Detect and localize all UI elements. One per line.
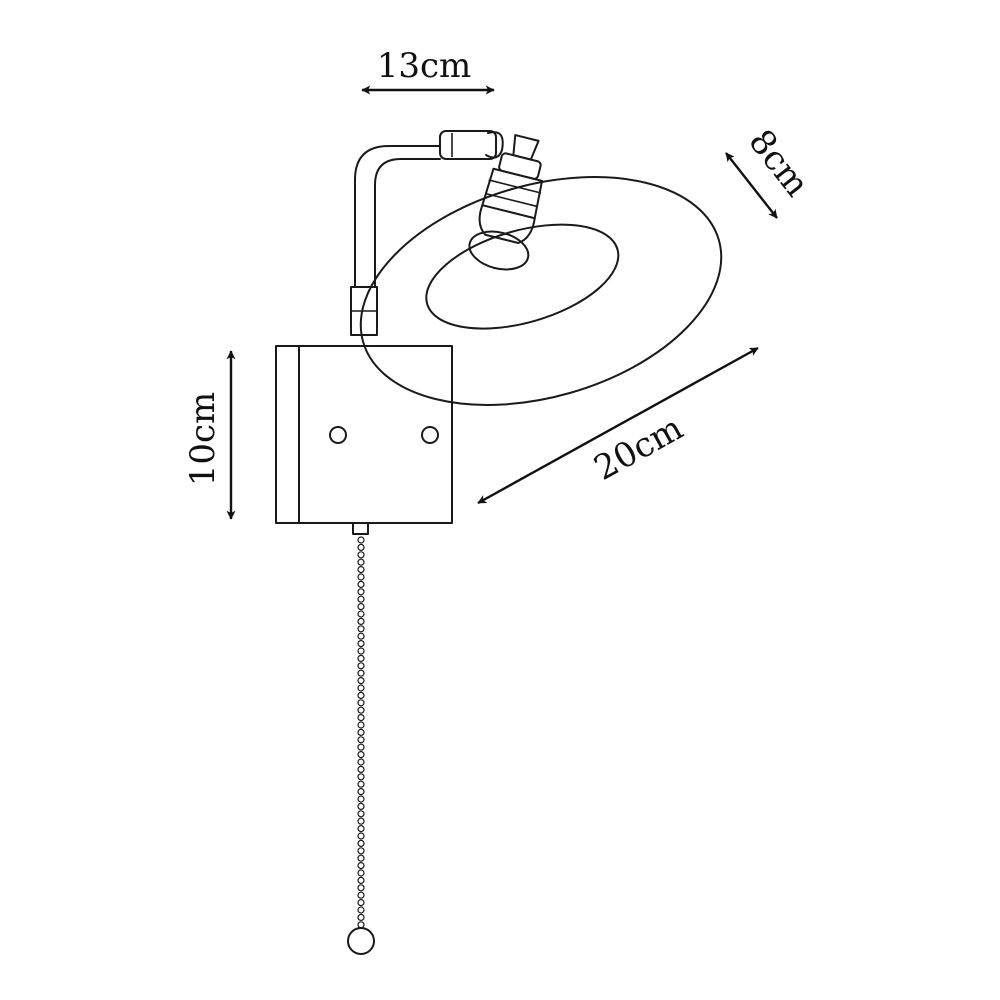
chain-bead [357, 854, 365, 862]
chain-bead [357, 625, 365, 633]
chain-bead [357, 921, 365, 929]
chain-bead [357, 706, 365, 714]
screw-hole-right [421, 426, 439, 444]
chain-bead [357, 780, 365, 788]
chain-bead [357, 551, 365, 559]
chain-bead [357, 676, 365, 685]
chain-bead [357, 639, 365, 648]
chain-bead [357, 573, 365, 581]
chain-bead [357, 610, 365, 618]
chain-bead [357, 588, 365, 596]
dimension-shade-depth-label: 8cm [740, 122, 816, 204]
chain-bead [357, 847, 365, 855]
chain-bead [357, 662, 365, 670]
lamp-arm [350, 130, 504, 336]
chain-bead [357, 736, 365, 744]
chain-bead [357, 684, 365, 692]
arm-outer [354, 145, 441, 288]
pull-chain-links [357, 536, 365, 929]
chain-bead [357, 876, 365, 885]
chain-bead [357, 824, 365, 833]
bulb-tip [468, 230, 530, 271]
dimension-shade-depth: 8cm [725, 122, 817, 219]
chain-bead [357, 654, 365, 663]
chain-bead [357, 691, 365, 700]
chain-bead [357, 832, 365, 840]
chain-bead [357, 558, 365, 566]
chain-bead [357, 565, 365, 574]
chain-bead [357, 898, 365, 907]
chain-bead [357, 617, 365, 626]
chain-bead [357, 869, 365, 877]
chain-bead [357, 647, 365, 655]
base-box [275, 345, 453, 524]
chain-bead [357, 595, 365, 603]
dimension-base-height-label: 10cm [183, 392, 223, 487]
chain-bead [357, 602, 365, 611]
chain-bead [357, 669, 365, 677]
dimension-width-top: 13cm [361, 46, 495, 95]
socket-base [478, 204, 536, 244]
chain-bead [357, 750, 365, 759]
chain-bead [357, 580, 365, 589]
arm-inner [374, 158, 441, 288]
socket-ring-2 [485, 192, 538, 208]
pull-chain-mount [352, 522, 369, 535]
pull-chain [347, 522, 375, 955]
screw-hole-left [329, 426, 347, 444]
dimension-shade-diameter-arrow [477, 346, 759, 505]
arm-joint-knuckle [485, 131, 504, 159]
shade-inner-rim [425, 223, 620, 330]
chain-bead [357, 543, 365, 552]
socket-body [481, 167, 543, 220]
chain-bead [357, 810, 365, 818]
chain-bead [357, 713, 365, 722]
dimension-shade-diameter: 20cm [477, 346, 759, 505]
chain-bead [357, 632, 365, 640]
chain-bead [357, 787, 365, 796]
dimension-shade-depth-arrow [725, 152, 778, 219]
chain-bead [357, 728, 365, 737]
chain-bead [357, 758, 365, 766]
chain-bead [357, 773, 365, 781]
arm-joint [439, 130, 497, 160]
chain-bead [357, 765, 365, 774]
chain-bead [357, 839, 365, 848]
chain-bead [357, 721, 365, 729]
chain-bead [357, 699, 365, 707]
chain-bead [357, 817, 365, 825]
chain-bead [357, 795, 365, 803]
wall-base [275, 345, 453, 524]
chain-bead [357, 906, 365, 914]
chain-bead [357, 861, 365, 870]
chain-bead [357, 891, 365, 899]
chain-bead [357, 913, 365, 922]
pull-chain-knob [347, 927, 375, 955]
chain-bead [357, 884, 365, 892]
chain-bead [357, 802, 365, 811]
dimension-width-top-label: 13cm [377, 46, 472, 86]
chain-bead [357, 536, 365, 544]
dimension-base-height: 10cm [183, 350, 236, 520]
socket-ring-1 [488, 179, 542, 194]
dimension-shade-diameter-label: 20cm [588, 408, 690, 489]
chain-bead [357, 743, 365, 751]
bulb-socket [468, 134, 543, 271]
